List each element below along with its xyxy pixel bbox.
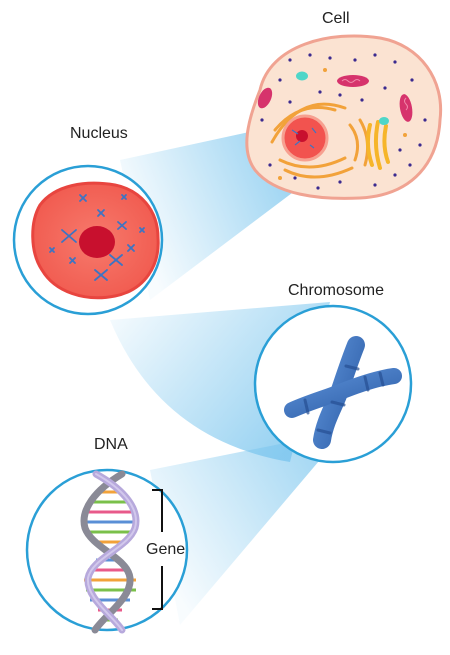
label-gene: Gene [146, 541, 186, 558]
nucleolus [79, 226, 115, 258]
nucleus-icon [12, 164, 164, 316]
dna-helix-icon [25, 468, 189, 634]
chromatin [49, 194, 145, 281]
label-chromosome: Chromosome [288, 282, 385, 299]
gene-bracket-icon [152, 489, 163, 610]
zoom-beam-cell-to-nucleus [120, 128, 296, 300]
chromosome-shape [284, 336, 402, 449]
label-dna: DNA [94, 436, 128, 453]
label-cell: Cell [322, 10, 350, 27]
zoom-beam-chromosome-to-dna [150, 440, 330, 625]
cell-icon [245, 34, 443, 200]
label-nucleus: Nucleus [70, 125, 128, 142]
chromosome-icon [253, 304, 413, 464]
mitochondrion [337, 75, 369, 87]
